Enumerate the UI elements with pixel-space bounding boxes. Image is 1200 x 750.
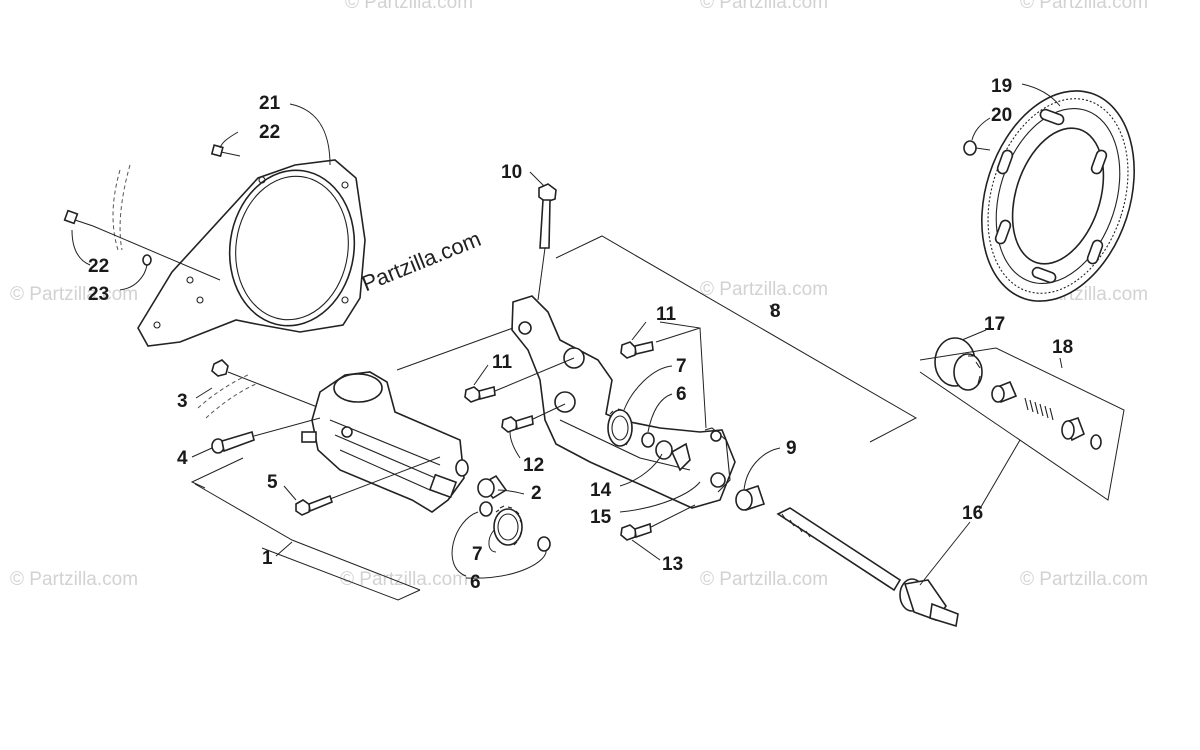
gear-7-upper xyxy=(607,408,633,447)
callout-15: 15 xyxy=(590,507,612,528)
bushing-9 xyxy=(735,484,766,512)
cable-sketch-lower xyxy=(197,373,257,419)
nut-3 xyxy=(211,359,331,413)
callout-23: 23 xyxy=(88,284,109,305)
leader-lines xyxy=(71,83,1125,601)
callout-6-lower: 6 xyxy=(470,572,481,593)
callout-14: 14 xyxy=(590,480,612,501)
callout-10: 10 xyxy=(501,162,522,183)
watermark-text: © Partzilla.com xyxy=(1020,0,1148,13)
callout-6-upper: 6 xyxy=(676,384,687,405)
bolt-5 xyxy=(295,456,441,516)
mounting-bracket xyxy=(511,295,736,509)
callout-18: 18 xyxy=(1052,337,1073,358)
gear-7-lower xyxy=(479,501,551,552)
callout-17: 17 xyxy=(984,314,1005,335)
bolt-13 xyxy=(620,504,696,541)
watermark-text: © Partzilla.com xyxy=(340,569,468,590)
screw-20 xyxy=(963,140,991,156)
callout-1: 1 xyxy=(262,548,273,569)
bolt-11-lower xyxy=(464,357,575,403)
callout-22-upper: 22 xyxy=(259,122,280,143)
callout-9: 9 xyxy=(786,438,797,459)
spring-kit-18 xyxy=(991,380,1102,450)
callout-12: 12 xyxy=(523,455,544,476)
callout-3: 3 xyxy=(177,391,188,412)
bolt-10 xyxy=(537,183,557,301)
callout-8: 8 xyxy=(770,301,781,322)
callout-11-lower: 11 xyxy=(492,352,513,373)
bolt-11-upper xyxy=(620,341,654,359)
callout-19: 19 xyxy=(991,76,1012,97)
callout-20: 20 xyxy=(991,105,1012,126)
pinion-17 xyxy=(934,337,983,391)
ring-gear xyxy=(981,90,1135,302)
callout-13: 13 xyxy=(662,554,683,575)
callout-16: 16 xyxy=(962,503,983,524)
bolt-4 xyxy=(211,417,321,454)
watermark-text: © Partzilla.com xyxy=(700,279,828,300)
bolt-12 xyxy=(501,403,566,433)
watermark-text: © Partzilla.com xyxy=(10,284,138,305)
callout-4: 4 xyxy=(177,448,188,469)
callout-22-lower: 22 xyxy=(88,256,109,277)
starter-motor xyxy=(301,371,469,513)
callout-5: 5 xyxy=(267,472,278,493)
bushing-2 xyxy=(477,474,508,500)
callout-2: 2 xyxy=(531,483,542,504)
callout-21: 21 xyxy=(259,93,281,114)
callout-7-lower: 7 xyxy=(472,544,483,565)
cable-sketch xyxy=(112,164,131,251)
callout-labels: 21 22 22 23 3 4 5 1 2 7 6 10 8 11 11 7 6… xyxy=(88,76,1073,593)
bolt-22-upper xyxy=(210,144,241,158)
drive-shaft xyxy=(776,507,959,628)
watermark-text: © Partzilla.com xyxy=(1020,569,1148,590)
watermark-text: © Partzilla.com xyxy=(10,569,138,590)
watermark-text: © Partzilla.com xyxy=(700,569,828,590)
cover-plate xyxy=(137,159,366,347)
watermark-text: © Partzilla.com xyxy=(700,0,828,13)
bolt-22-lower xyxy=(63,209,221,281)
watermark-text: © Partzilla.com xyxy=(345,0,473,13)
callout-11-upper: 11 xyxy=(656,304,677,325)
watermark-layer: © Partzilla.com © Partzilla.com © Partzi… xyxy=(10,0,1148,590)
callout-7-upper: 7 xyxy=(676,356,687,377)
